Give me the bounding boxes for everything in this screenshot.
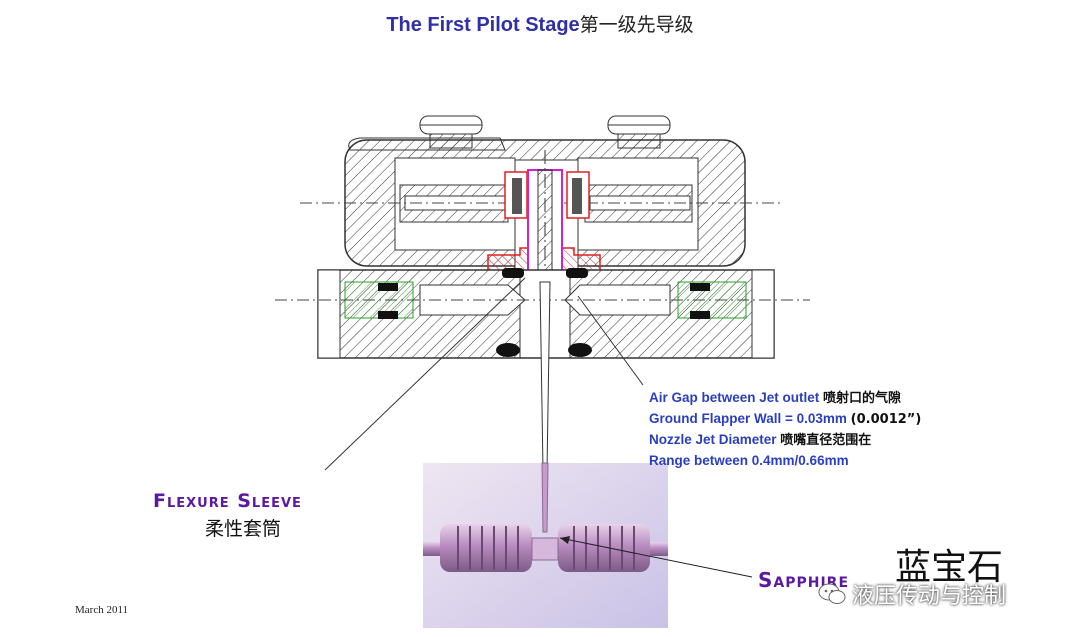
air-gap-annotation: Air Gap between Jet outlet 喷射口的气隙 Ground… bbox=[649, 388, 921, 471]
footer-date: March 2011 bbox=[75, 604, 129, 616]
title-zh: 第一级先导级 bbox=[579, 14, 694, 36]
sapphire-photo bbox=[423, 462, 668, 628]
note-line-1-en: Air Gap between Jet outlet bbox=[649, 390, 824, 405]
note-line-1: Air Gap between Jet outlet 喷射口的气隙 bbox=[649, 388, 921, 409]
flapper-tube bbox=[527, 150, 563, 460]
note-line-4: Range between 0.4mm/0.66mm bbox=[649, 451, 921, 471]
note-line-3: Nozzle Jet Diameter 喷嘴直径范围在 bbox=[649, 430, 921, 451]
flapper-needle bbox=[539, 281, 551, 471]
note-line-2-en: Ground Flapper Wall = 0.03mm bbox=[649, 411, 851, 426]
sapphire-label-zh: 蓝宝石 bbox=[895, 547, 1004, 588]
leader-sapphire bbox=[559, 537, 753, 578]
watermark: 液压传动与控制 bbox=[818, 578, 1006, 610]
note-line-4-en: Range between 0.4mm/0.66mm bbox=[649, 453, 849, 468]
note-line-3-en: Nozzle Jet Diameter bbox=[649, 432, 781, 447]
arrowhead-sapphire bbox=[560, 536, 570, 544]
note-line-1-zh: 喷射口的气隙 bbox=[823, 391, 902, 406]
title-en: The First Pilot Stage bbox=[386, 14, 580, 36]
leader-air-gap bbox=[577, 295, 644, 386]
page-title: The First Pilot Stage第一级先导级 bbox=[0, 10, 1080, 37]
note-line-2-val: (0.0012”) bbox=[850, 412, 922, 427]
flexure-sleeve-label-zh: 柔性套筒 bbox=[205, 518, 282, 540]
flexure-sleeve-label: Flexure Sleeve bbox=[153, 490, 302, 512]
leader-flexure-sleeve bbox=[324, 277, 526, 471]
note-line-2: Ground Flapper Wall = 0.03mm (0.0012”) bbox=[649, 409, 921, 430]
wechat-icon bbox=[818, 583, 846, 604]
note-line-3-zh: 喷嘴直径范围在 bbox=[780, 433, 872, 448]
watermark-text: 液压传动与控制 bbox=[852, 584, 1007, 609]
